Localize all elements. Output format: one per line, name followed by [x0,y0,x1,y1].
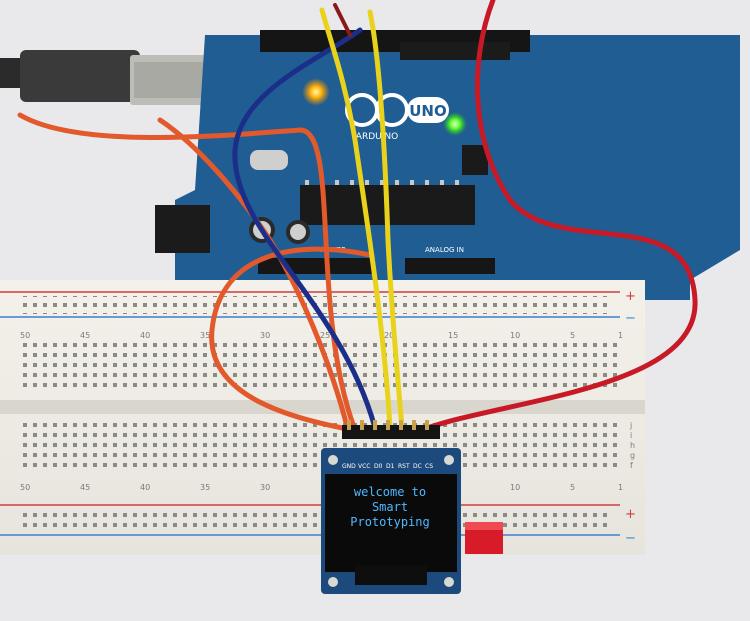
row-number: 35 [200,483,210,492]
oled-pin-dc: DC [413,463,422,470]
row-number: 50 [20,483,30,492]
yellow-wire [319,7,393,431]
oled-module: GND VCC D0 D1 RST DC CS welcome to Smart… [321,420,461,594]
board-logo-text: UNO [409,102,447,120]
row-number: 20 [384,331,394,340]
row-number: 40 [140,483,150,492]
row-number: 15 [448,331,458,340]
jumper-wires [17,0,698,435]
oled-pin-vcc: VCC [358,463,370,470]
board-analog-label: ANALOG IN [425,246,464,254]
usb-cable [0,50,225,105]
row-number: 40 [140,331,150,340]
blue-wire [232,27,378,431]
row-letter: j [629,421,632,430]
top-minus-sign: − [625,311,636,326]
oled-pin-gnd: GND [342,463,356,470]
status-led-icon [443,112,467,136]
red-wire [419,0,698,433]
row-number: 35 [200,331,210,340]
row-number: 30 [260,331,270,340]
power-led-icon [302,78,330,106]
oled-pin-cs: CS [425,463,433,470]
screen-line: welcome to [354,485,426,499]
row-number: 5 [570,331,575,340]
row-number: 50 [20,331,30,340]
oled-screen [325,474,457,572]
oled-pin-rst: RST [398,463,410,470]
oled-pin-d0: D0 [374,463,383,470]
row-letter: g [630,451,635,460]
row-number: 45 [80,483,90,492]
row-letter: h [630,441,635,450]
bottom-plus-sign: + [625,507,636,522]
oled-pin-d1: D1 [386,463,395,470]
row-letter: f [630,461,633,470]
row-number: 45 [80,331,90,340]
screen-line: Smart [372,500,408,514]
yellow-wire [367,9,405,431]
top-plus-sign: + [625,289,636,304]
row-number: 10 [510,483,520,492]
row-number: 25 [320,331,330,340]
bottom-minus-sign: − [625,531,636,546]
arduino-board: UNO ARDUINO POWER ANALOG IN [155,30,740,300]
row-number: 10 [510,331,520,340]
orange-wire [209,246,373,435]
board-brand-text: ARDUINO [356,132,398,142]
orange-wire [17,112,358,433]
row-number: 1 [618,483,623,492]
row-number: 5 [570,483,575,492]
row-letter: i [630,431,632,440]
screen-line: Prototyping [350,515,429,529]
row-number: 1 [618,331,623,340]
row-number: 30 [260,483,270,492]
